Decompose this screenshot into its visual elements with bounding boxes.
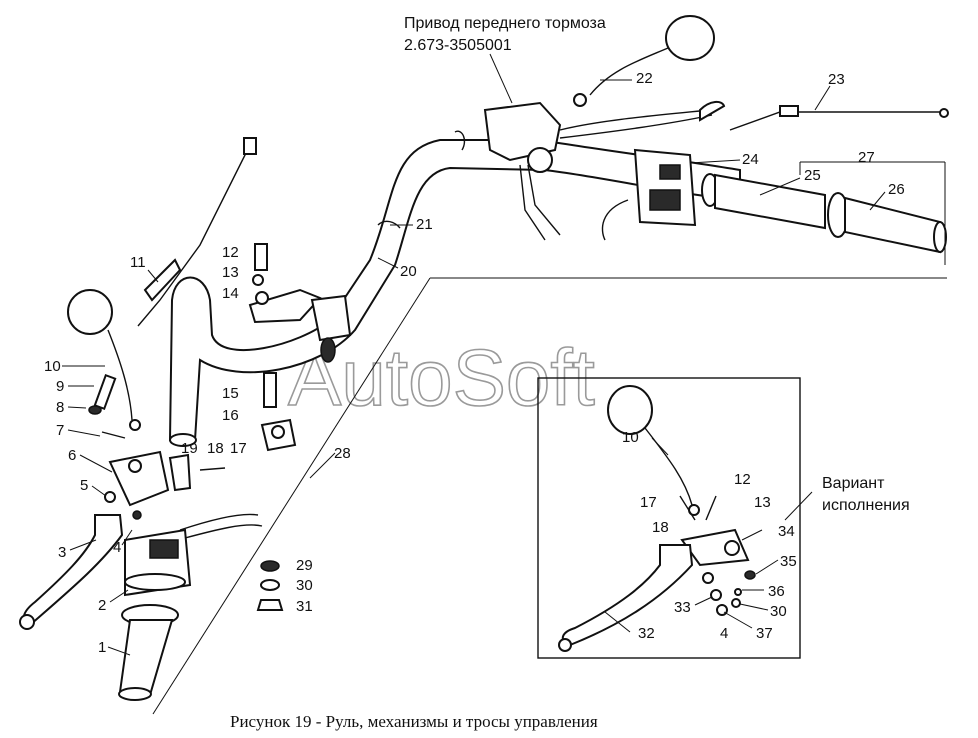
- callout-label: 21: [416, 216, 433, 233]
- leader-lines: [62, 53, 946, 656]
- callout-label: 2: [98, 597, 106, 614]
- callout-label: 7: [56, 422, 64, 439]
- clamp-upper: [248, 288, 322, 324]
- callout-label: 36: [768, 583, 785, 600]
- callout-label: 8: [56, 399, 64, 416]
- callout-label: 9: [56, 378, 64, 395]
- callout-label: 13: [754, 494, 771, 511]
- callout-label: 30: [770, 603, 787, 620]
- callout-label: 12: [222, 244, 239, 261]
- callout-label: 25: [804, 167, 821, 184]
- callout-label: 20: [400, 263, 417, 280]
- callout-label: 18: [652, 519, 669, 536]
- variant-label-1: Вариант: [822, 475, 885, 492]
- throttle-cable: [729, 105, 949, 131]
- clutch-cable: [137, 137, 257, 327]
- mirror-right: [573, 15, 715, 107]
- callout-label: 37: [756, 625, 773, 642]
- callout-label: 33: [674, 599, 691, 616]
- callout-label: 29: [296, 557, 313, 574]
- brake-master-cylinder: [483, 101, 713, 241]
- callout-label: 16: [222, 407, 239, 424]
- variant-inset: [537, 377, 801, 659]
- callout-label: 32: [638, 625, 655, 642]
- callout-label: 18: [207, 440, 224, 457]
- callout-label: 27: [858, 149, 875, 166]
- brake-drive-title: Привод переднего тормоза: [404, 15, 606, 32]
- callout-label: 13: [222, 264, 239, 281]
- variant-label-2: исполнения: [822, 497, 910, 514]
- callout-label: 28: [334, 445, 351, 462]
- callout-label: 34: [778, 523, 795, 540]
- throttle-grip: [701, 173, 947, 254]
- callout-label: 14: [222, 285, 239, 302]
- nuts-washers: [256, 560, 284, 611]
- lever-bracket: [104, 450, 170, 507]
- bolts: [252, 243, 277, 408]
- callout-label: 1: [98, 639, 106, 656]
- callout-label: 4: [113, 539, 121, 556]
- variant-leader: [152, 277, 947, 715]
- riser-clamp: [310, 294, 352, 363]
- callout-label: 6: [68, 447, 76, 464]
- clutch-lever: [19, 510, 142, 630]
- figure-caption: Рисунок 19 - Руль, механизмы и тросы упр…: [230, 712, 598, 731]
- callout-label: 22: [636, 70, 653, 87]
- callout-label: 12: [734, 471, 751, 488]
- callout-label: 24: [742, 151, 759, 168]
- callout-label: 10: [44, 358, 61, 375]
- callout-label: 15: [222, 385, 239, 402]
- callout-label: 31: [296, 598, 313, 615]
- callout-label: 23: [828, 71, 845, 88]
- callout-label: 10: [622, 429, 639, 446]
- callout-label: 26: [888, 181, 905, 198]
- switch-left: [124, 513, 263, 597]
- callout-label: 35: [780, 553, 797, 570]
- callout-label: 17: [640, 494, 657, 511]
- callout-label: 30: [296, 577, 313, 594]
- callout-label: 11: [130, 254, 146, 271]
- callouts: 1 2 3 4 5 6 7 8 9 10 11 12 13 14 15 16 1…: [44, 70, 905, 656]
- grip-left: [118, 604, 179, 701]
- mirror-left: [67, 289, 141, 431]
- callout-label: 4: [720, 625, 728, 642]
- clamp-lower: [260, 418, 297, 452]
- brake-drive-code: 2.673-3505001: [404, 37, 512, 54]
- callout-label: 5: [80, 477, 88, 494]
- callout-label: 17: [230, 440, 247, 457]
- callout-label: 3: [58, 544, 66, 561]
- lever-right: [699, 100, 726, 122]
- callout-label: 19: [181, 440, 198, 457]
- small-parts-left: [168, 453, 226, 492]
- switch-right: [601, 148, 697, 241]
- left-bolt-set: [88, 373, 126, 439]
